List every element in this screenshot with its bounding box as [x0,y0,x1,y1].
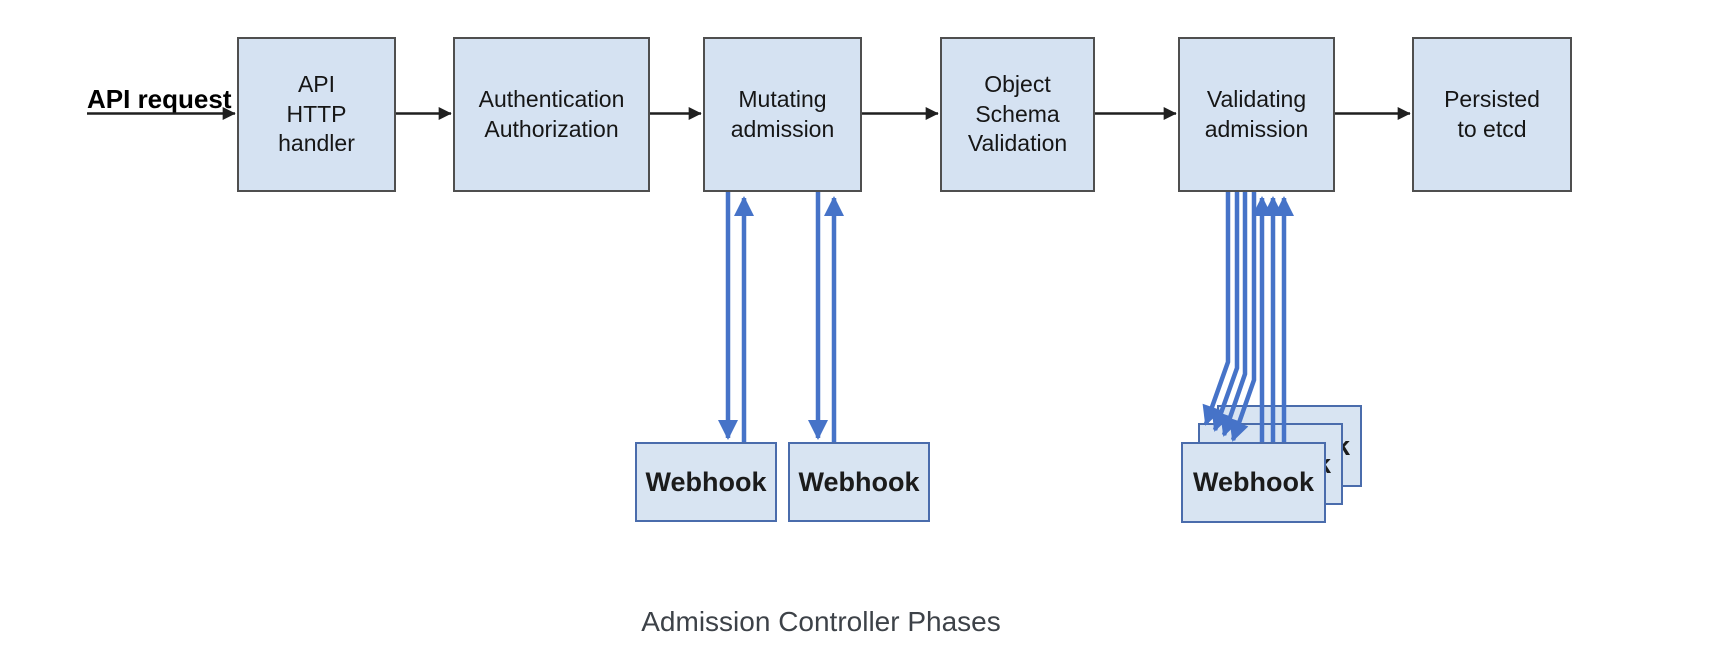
arrow-validating-to-webhooks-1 [1202,192,1231,426]
mutating-webhook-box-2: Webhook [788,442,930,522]
phase-label: API HTTP handler [278,71,355,157]
phase-label: Authentication Authorization [478,86,625,142]
phase-label: Object Schema Validation [967,71,1068,157]
phase-label: Mutating admission [730,86,835,142]
phase-label: Validating admission [1204,86,1309,142]
webhook-label: Webhook [798,466,920,497]
phase-label: Persisted to etcd [1444,86,1540,142]
phase-box-validating-admission: Validating admission [1178,37,1335,192]
mutating-webhook-box-1: Webhook [635,442,777,522]
phase-box-mutating-admission: Mutating admission [703,37,862,192]
arrow-validating-to-webhooks-4 [1229,192,1257,442]
phase-box-object-schema-validation: Object Schema Validation [940,37,1095,192]
phase-box-authentication-authorization: Authentication Authorization [453,37,650,192]
validating-webhook-box-front: Webhook [1181,442,1326,523]
phase-box-api-http-handler: API HTTP handler [237,37,396,192]
api-request-label: API request [87,84,232,114]
diagram-caption: Admission Controller Phases [641,606,1001,637]
phase-box-persisted-to-etcd: Persisted to etcd [1412,37,1572,192]
webhook-label: Webhook [645,466,767,497]
webhook-label: Webhook [1193,467,1314,497]
arrow-validating-to-webhooks-3 [1220,192,1248,437]
arrow-validating-to-webhooks-2 [1211,192,1240,432]
